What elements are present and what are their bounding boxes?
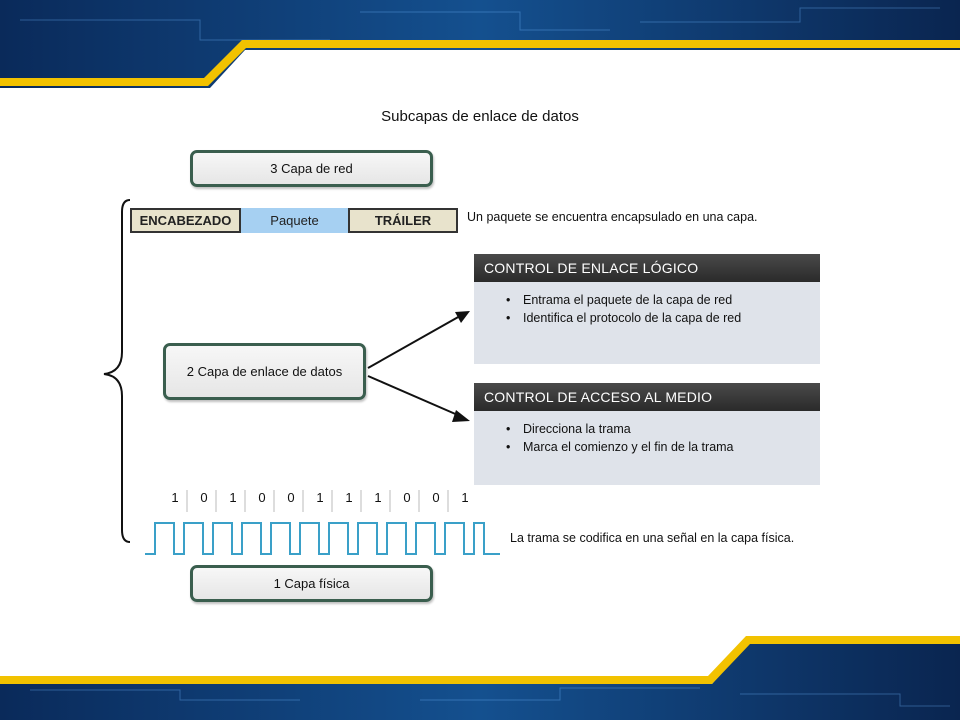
bit-label: 1	[374, 490, 382, 505]
mac-list: Direcciona la trama Marca el comienzo y …	[506, 420, 820, 456]
signal-waveform	[145, 522, 500, 555]
llc-list: Entrama el paquete de la capa de red Ide…	[506, 291, 820, 327]
bit-label: 0	[258, 490, 266, 505]
frame-header-cell: ENCABEZADO	[130, 208, 241, 233]
bit-label: 0	[432, 490, 440, 505]
llc-item: Identifica el protocolo de la capa de re…	[506, 309, 820, 327]
frame-trailer-cell: TRÁILER	[348, 208, 458, 233]
bit-label: 1	[461, 490, 469, 505]
arrow-to-llc	[367, 311, 470, 369]
bit-label: 1	[229, 490, 237, 505]
bit-label: 1	[171, 490, 179, 505]
bit-label: 0	[287, 490, 295, 505]
physical-layer-label: 1 Capa física	[273, 576, 350, 591]
llc-item: Entrama el paquete de la capa de red	[506, 291, 820, 309]
datalink-layer-label: 2 Capa de enlace de datos	[186, 364, 343, 379]
mac-item: Direcciona la trama	[506, 420, 820, 438]
left-brace	[103, 199, 131, 543]
mac-item: Marca el comienzo y el fin de la trama	[506, 438, 820, 456]
mac-panel-title: CONTROL DE ACCESO AL MEDIO	[474, 383, 820, 411]
llc-panel: CONTROL DE ENLACE LÓGICO Entrama el paqu…	[474, 254, 820, 364]
mac-panel-body: Direcciona la trama Marca el comienzo y …	[474, 411, 820, 485]
llc-panel-title: CONTROL DE ENLACE LÓGICO	[474, 254, 820, 282]
frame-payload-cell: Paquete	[241, 208, 348, 233]
mac-panel: CONTROL DE ACCESO AL MEDIO Direcciona la…	[474, 383, 820, 485]
bit-label: 1	[345, 490, 353, 505]
frame-note: Un paquete se encuentra encapsulado en u…	[467, 210, 758, 224]
datalink-layer-box: 2 Capa de enlace de datos	[163, 343, 366, 400]
arrow-to-mac	[367, 375, 470, 422]
bit-label: 1	[316, 490, 324, 505]
physical-layer-box: 1 Capa física	[190, 565, 433, 602]
slide-title: Subcapas de enlace de datos	[381, 108, 579, 125]
llc-panel-body: Entrama el paquete de la capa de red Ide…	[474, 282, 820, 364]
bit-label: 0	[200, 490, 208, 505]
network-layer-box: 3 Capa de red	[190, 150, 433, 187]
bit-label: 0	[403, 490, 411, 505]
signal-note: La trama se codifica en una señal en la …	[510, 531, 795, 545]
network-layer-label: 3 Capa de red	[270, 161, 353, 176]
